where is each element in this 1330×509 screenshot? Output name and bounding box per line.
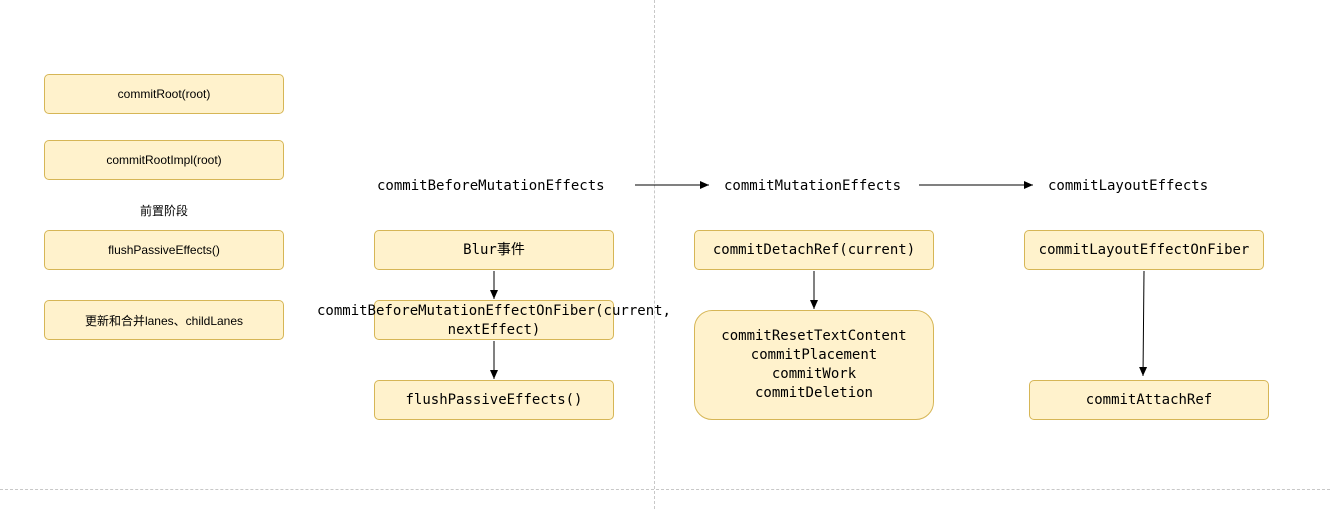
phase-label: 前置阶段 xyxy=(139,204,188,218)
before-mutation-on-fiber-line1: commitBeforeMutationEffectOnFiber(curren… xyxy=(316,303,671,319)
horizontal-divider xyxy=(0,489,1330,490)
before-mutation-on-fiber-box[interactable] xyxy=(374,300,614,340)
detach-ref-label: commitDetachRef(current) xyxy=(712,241,916,258)
layout-title: commitLayoutEffects xyxy=(1048,178,1209,194)
before-mutation-on-fiber-label: commitBeforeMutationEffectOnFiber(curren… xyxy=(304,302,684,340)
commit-root-impl-label: commitRootImpl(root) xyxy=(106,153,222,167)
layout-effect-on-fiber-label: commitLayoutEffectOnFiber xyxy=(1038,241,1250,258)
flush-passive-effects-label: flushPassiveEffects() xyxy=(405,391,583,408)
lanes-merge-label: 更新和合并lanes、childLanes xyxy=(84,313,244,328)
flush-passive-effects-left-label: flushPassiveEffects() xyxy=(108,243,220,257)
mutation-ops-label: commitResetTextContent commitPlacement c… xyxy=(721,328,907,401)
before-mutation-title: commitBeforeMutationEffects xyxy=(377,178,605,194)
blur-event-label: Blur事件 xyxy=(463,241,525,258)
lanes-merge-box[interactable]: 更新和合并lanes、childLanes xyxy=(44,300,284,340)
blur-event-box[interactable]: Blur事件 xyxy=(374,230,614,270)
attach-ref-box[interactable]: commitAttachRef xyxy=(1029,380,1269,420)
commit-root-label: commitRoot(root) xyxy=(117,87,211,101)
before-mutation-on-fiber-line2: nextEffect) xyxy=(447,322,541,338)
mutation-title: commitMutationEffects xyxy=(724,178,902,194)
commit-root-box[interactable]: commitRoot(root) xyxy=(44,74,284,114)
vertical-divider xyxy=(654,0,655,509)
attach-ref-label: commitAttachRef xyxy=(1085,391,1213,408)
flush-passive-effects-box-left[interactable]: flushPassiveEffects() xyxy=(44,230,284,270)
flush-passive-effects-box[interactable]: flushPassiveEffects() xyxy=(374,380,614,420)
layout-effect-on-fiber-box[interactable]: commitLayoutEffectOnFiber xyxy=(1024,230,1264,270)
mutation-ops-box[interactable]: commitResetTextContent commitPlacement c… xyxy=(694,310,934,420)
arrow-layout-to-attach xyxy=(1139,270,1148,377)
commit-root-impl-box[interactable]: commitRootImpl(root) xyxy=(44,140,284,180)
detach-ref-box[interactable]: commitDetachRef(current) xyxy=(694,230,934,270)
